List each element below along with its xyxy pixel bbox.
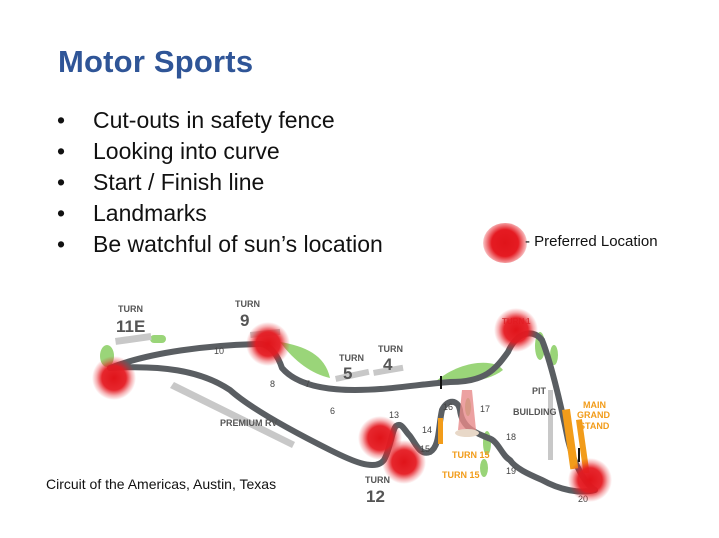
turn15-tower-icon — [458, 390, 476, 430]
bullet-text: Cut-outs in safety fence — [93, 107, 335, 133]
bullet-item: • Cut-outs in safety fence — [57, 105, 383, 136]
bullet-text: Landmarks — [93, 200, 207, 226]
grandstand-line2: GRAND — [577, 410, 610, 420]
legend-marker-icon — [483, 223, 527, 263]
turn-11e-number: 11E — [116, 317, 145, 336]
bullet-dot: • — [57, 107, 66, 133]
bullet-text: Looking into curve — [93, 138, 280, 164]
corner-number: 7 — [305, 379, 310, 389]
bullet-text: Start / Finish line — [93, 169, 265, 195]
corner-number: 13 — [389, 410, 399, 420]
legend: - Preferred Location — [483, 223, 719, 263]
turn15-area-label: TURN 15 — [442, 470, 480, 480]
corner-number: 19 — [506, 466, 516, 476]
preferred-location-marker — [92, 356, 136, 400]
turn-12-number: 12 — [366, 487, 385, 506]
bullet-item: • Be watchful of sun’s location — [57, 229, 383, 260]
bullet-dot: • — [57, 138, 66, 164]
pit-label: PIT — [532, 386, 547, 396]
bullet-dot: • — [57, 200, 66, 226]
corner-number: 15 — [420, 444, 430, 454]
turn-11e-word: TURN — [118, 304, 143, 314]
turn-9-word: TURN — [235, 299, 260, 309]
turn-4-word: TURN — [378, 344, 403, 354]
corner-number: 8 — [270, 379, 275, 389]
grandstand-line3: STAND — [579, 421, 610, 431]
turn15-label: TURN 15 — [452, 450, 490, 460]
corner-number: 6 — [330, 406, 335, 416]
turn-4-number: 4 — [383, 355, 393, 374]
turn-5-number: 5 — [343, 364, 352, 383]
turn-12-word: TURN — [365, 475, 390, 485]
preferred-location-marker — [246, 322, 290, 366]
slide-title: Motor Sports — [58, 44, 254, 79]
bullet-list: • Cut-outs in safety fence • Looking into … — [57, 105, 383, 260]
turn-5-word: TURN — [339, 353, 364, 363]
corner-number: 10 — [214, 346, 224, 356]
grandstand-line1: MAIN — [583, 400, 606, 410]
bullet-item: • Start / Finish line — [57, 167, 383, 198]
preferred-location-marker — [494, 308, 538, 352]
turn-9-number: 9 — [240, 311, 249, 330]
corner-number: 17 — [480, 404, 490, 414]
preferred-location-marker — [382, 440, 426, 484]
preferred-location-marker — [568, 458, 612, 502]
corner-number: 14 — [422, 425, 432, 435]
bullet-dot: • — [57, 231, 66, 257]
grey-structures — [115, 328, 553, 460]
corner-number: 16 — [443, 402, 453, 412]
map-caption: Circuit of the Americas, Austin, Texas — [46, 476, 277, 492]
preferred-location-markers — [92, 308, 612, 502]
premium-rv-label: PREMIUM RV — [220, 418, 277, 428]
track-markers — [440, 376, 580, 462]
circuit-map: TURN 11E TURN 9 TURN 5 TURN 4 TURN 12 TU… — [92, 299, 612, 506]
corner-number: 18 — [506, 432, 516, 442]
pit-building-label: BUILDING — [513, 407, 557, 417]
legend-label: - Preferred Location — [525, 233, 658, 250]
bullet-item: • Landmarks — [57, 198, 383, 229]
bullet-item: • Looking into curve — [57, 136, 383, 167]
bullet-text: Be watchful of sun’s location — [93, 231, 383, 257]
bullet-dot: • — [57, 169, 66, 195]
